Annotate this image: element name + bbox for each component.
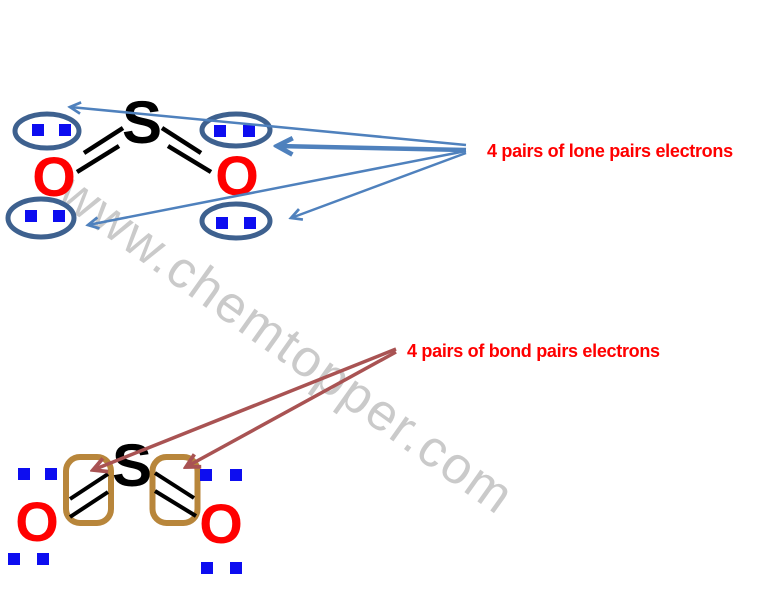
electron-dot [200, 469, 212, 481]
lewis-structure-top: S O O 4 pairs of lone pairs electrons [5, 89, 733, 241]
lone-pair-electron-dots [25, 124, 256, 229]
double-bond-line [153, 471, 196, 500]
electron-dot [18, 468, 30, 480]
bond-pair-boxes [63, 454, 201, 526]
lone-pair-pointer-arrow-2 [277, 146, 467, 150]
lone-pair-oval-bottom-left [5, 196, 77, 240]
electron-dot [59, 124, 71, 136]
bond-pair-pointer-arrow-2 [186, 350, 397, 467]
electron-dot [244, 217, 256, 229]
lone-pair-pointer-arrow-4 [291, 151, 467, 218]
double-bond-line [160, 126, 203, 155]
electron-dot [230, 562, 242, 574]
electron-dot [216, 217, 228, 229]
sulfur-symbol-top: S [122, 89, 162, 156]
bond-pair-box-left [63, 454, 114, 526]
double-bond-line [68, 472, 110, 501]
double-bond-line [75, 144, 121, 174]
electron-dot [214, 125, 226, 137]
electron-dot [25, 210, 37, 222]
lone-pairs-label: 4 pairs of lone pairs electrons [487, 141, 733, 161]
bond-pair-pointer-arrows [93, 347, 397, 470]
lone-pair-oval-top-left [12, 111, 82, 151]
electron-dot [32, 124, 44, 136]
electron-dot [8, 553, 20, 565]
lewis-structure-bottom: S O O 4 pairs of bond pairs electrons [8, 341, 660, 574]
electron-dot [243, 125, 255, 137]
bond-pair-box-right [149, 454, 201, 526]
lone-pair-oval-bottom-right [199, 201, 273, 241]
bond-pairs-label: 4 pairs of bond pairs electrons [407, 341, 660, 361]
bottom-electron-dots [8, 468, 242, 574]
double-bond-line [153, 489, 198, 518]
lone-pair-pointer-arrows [70, 107, 467, 225]
electron-dot [201, 562, 213, 574]
double-bonds-top [75, 126, 213, 174]
electron-dot [230, 469, 242, 481]
bond-pair-pointer-arrow-1 [93, 347, 397, 470]
lone-pair-pointer-arrow-3 [88, 149, 467, 225]
double-bond-line [82, 126, 125, 155]
oxygen-symbol-bottom-left: O [15, 490, 59, 553]
electron-dot [53, 210, 65, 222]
electron-dot [37, 553, 49, 565]
electron-dot [45, 468, 57, 480]
lone-pair-oval-top-right [199, 111, 273, 149]
double-bond-line [166, 144, 213, 174]
oxygen-symbol-bottom-right: O [199, 492, 243, 555]
oxygen-symbol-top-left: O [32, 145, 76, 208]
double-bond-line [68, 490, 110, 519]
double-bonds-bottom [68, 471, 198, 519]
lone-pair-pointer-arrow-1 [70, 107, 467, 147]
sulfur-symbol-bottom: S [112, 432, 152, 499]
lone-pair-ovals [5, 111, 273, 241]
